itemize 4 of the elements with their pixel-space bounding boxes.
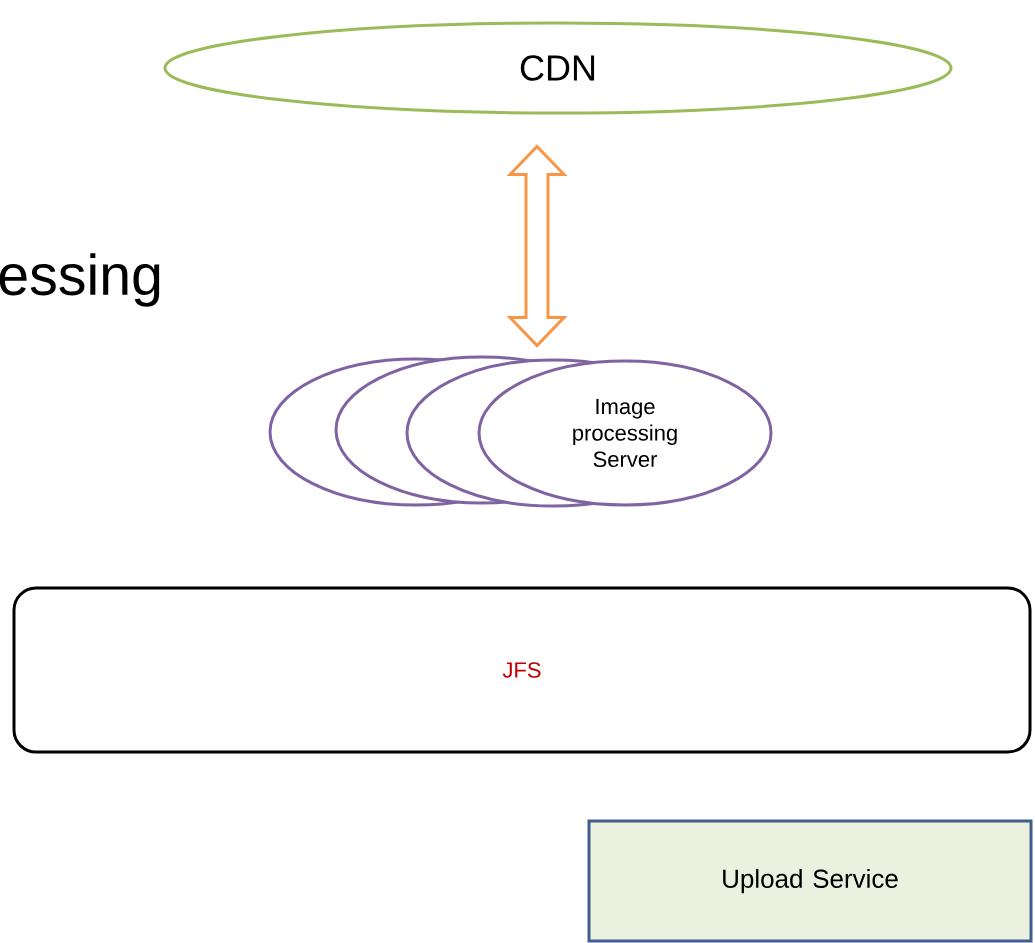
- storage-box: JFS: [12, 586, 1032, 754]
- server-stack: Image processing Server: [268, 355, 773, 508]
- service-box: Upload Service: [587, 819, 1033, 943]
- heading-text: essing: [0, 253, 160, 307]
